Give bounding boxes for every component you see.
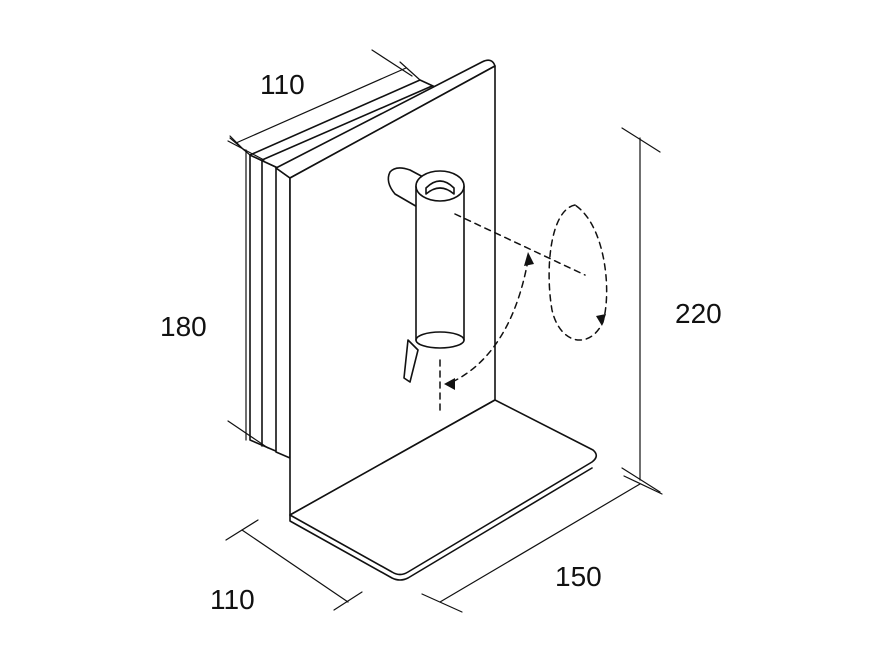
rotation-arrow-head bbox=[596, 314, 606, 326]
label-box-depth: 110 bbox=[260, 69, 305, 100]
label-box-height: 180 bbox=[160, 311, 207, 342]
dimension-box-depth: 110 bbox=[229, 49, 421, 156]
dimension-base-width: 150 bbox=[421, 475, 663, 613]
rotation-indicators bbox=[439, 204, 608, 411]
label-total-height: 220 bbox=[675, 298, 722, 329]
dimension-base-depth: 110 bbox=[210, 519, 363, 615]
reading-light bbox=[387, 167, 465, 383]
label-base-depth: 110 bbox=[210, 584, 255, 615]
recessed-box bbox=[249, 79, 447, 453]
label-base-width: 150 bbox=[555, 561, 602, 592]
dimension-box-height: 180 bbox=[160, 140, 269, 449]
base-plate bbox=[289, 399, 598, 581]
tilt-arrow-head-top bbox=[524, 252, 534, 266]
tilt-arrow-head-bottom bbox=[444, 378, 455, 390]
dimension-total-height: 220 bbox=[621, 127, 722, 493]
